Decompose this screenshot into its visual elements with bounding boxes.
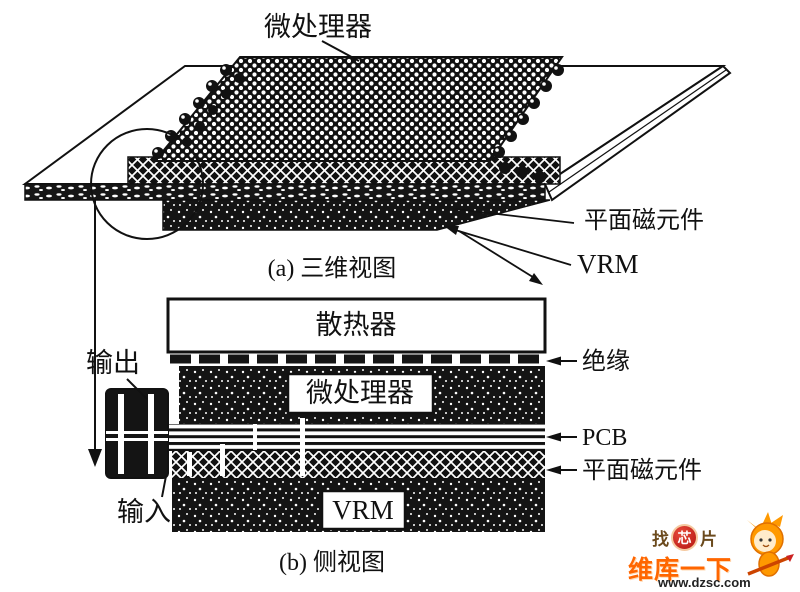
microprocessor-chip-3d (152, 56, 564, 162)
detail-circle (90, 128, 204, 240)
label-output: 输出 (86, 348, 140, 378)
arrow-vrm-3d (444, 226, 572, 266)
label-microprocessor-3d: 微处理器 (264, 12, 372, 42)
label-pcb: PCB (582, 425, 627, 451)
label-input: 输入 (117, 497, 171, 527)
arrow-insulation (546, 356, 577, 366)
caption-view-a: (a) 三维视图 (268, 255, 397, 282)
mascot-icon (747, 512, 794, 577)
label-vrm-3d: VRM (577, 249, 639, 279)
planar-magnetics-band (172, 451, 545, 478)
watermark: 找 芯 片 维库一下 www.dzsc.com (626, 512, 796, 590)
bga-ball-highlights (154, 66, 558, 153)
leader-planar-magnetics-3d (454, 208, 575, 224)
microprocessor-box-side (286, 372, 435, 415)
label-planar-magnetics-side: 平面磁元件 (582, 457, 702, 484)
io-connector (105, 388, 169, 479)
view-side: 微处理器 VRM 输出 输入 散热器 绝缘 (86, 297, 702, 576)
heatsink-box (166, 297, 547, 354)
leader-output (126, 378, 148, 400)
detail-arrow-left (88, 199, 102, 467)
caption-view-b: (b) 侧视图 (279, 549, 385, 576)
label-planar-magnetics-3d: 平面磁元件 (584, 207, 704, 234)
vrm-block-3d (162, 199, 551, 231)
watermark-chip-icon: 芯 (671, 524, 698, 551)
bga-balls (152, 64, 564, 183)
watermark-tagline: 找 芯 片 (652, 524, 717, 551)
via-posts (187, 418, 305, 476)
vrm-box-side (320, 489, 407, 531)
detail-arrow-right (458, 230, 543, 285)
watermark-tagline-left: 找 (652, 530, 669, 549)
label-vrm-side: VRM (332, 495, 394, 525)
pcb-board-front-edge (24, 183, 546, 201)
label-heatsink: 散热器 (316, 310, 397, 340)
watermark-url: www.dzsc.com (658, 575, 751, 590)
leader-input (161, 475, 167, 498)
arrow-planar-magnetics-side (546, 465, 577, 475)
leader-microprocessor-3d (321, 40, 360, 62)
pcb-band (108, 424, 545, 451)
arrow-pcb (546, 432, 577, 442)
label-microprocessor-side: 微处理器 (306, 378, 414, 408)
label-insulation: 绝缘 (582, 348, 630, 375)
watermark-tagline-right: 片 (700, 530, 717, 549)
view-3d: 微处理器 平面磁元件 VRM (a) 三维视图 (21, 12, 732, 467)
board-edge-inner-line (548, 69, 727, 193)
watermark-brand: 维库一下 (628, 556, 733, 584)
